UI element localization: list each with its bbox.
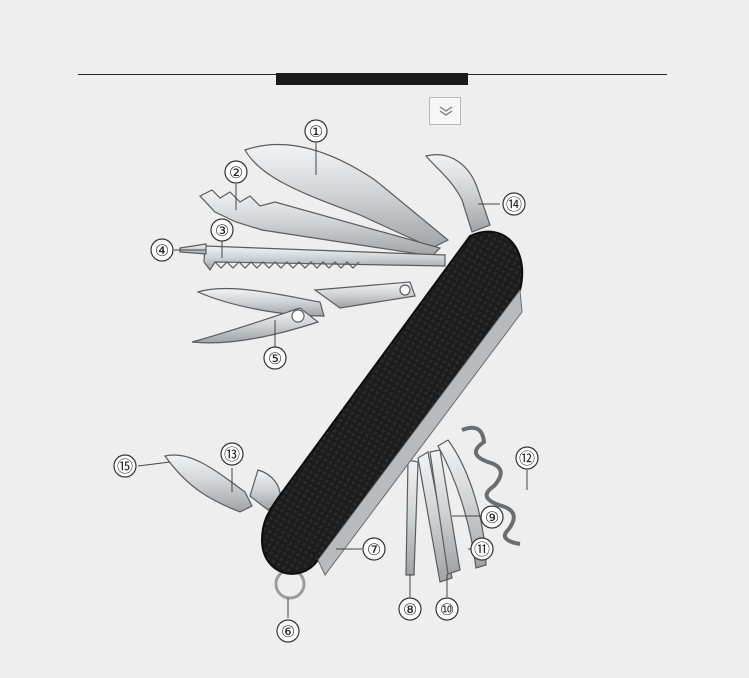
callout-serrated-saw: ③ xyxy=(210,218,234,242)
callout-number: ⑩ xyxy=(440,600,454,619)
callout-circle xyxy=(276,619,300,643)
callout-circle xyxy=(113,454,137,478)
callout-number: ⑪ xyxy=(474,540,490,559)
small-blade xyxy=(437,439,487,569)
callout-circle xyxy=(515,446,539,470)
scissors-pivot xyxy=(291,309,305,323)
callout-circle xyxy=(210,218,234,242)
callout-circle xyxy=(150,238,174,262)
callout-circle xyxy=(398,597,422,621)
callout-number: ② xyxy=(229,163,243,182)
callout-number: ① xyxy=(309,122,323,141)
awl xyxy=(405,459,419,576)
callout-number: ⑨ xyxy=(485,508,499,527)
hook xyxy=(424,154,491,233)
callout-circle xyxy=(304,119,328,143)
header-accent-bar xyxy=(276,73,468,85)
callout-leaders xyxy=(137,143,528,618)
callout-wood-saw: ② xyxy=(224,160,248,184)
large-blade xyxy=(244,143,450,249)
callout-circle xyxy=(502,192,526,216)
callout-circle xyxy=(480,505,504,529)
callout-small-blade: ⑪ xyxy=(470,537,494,561)
callout-number: ⑧ xyxy=(403,600,417,619)
callout-circle xyxy=(435,597,459,621)
pointed-rod xyxy=(179,243,207,255)
scissors-arm xyxy=(313,281,416,309)
scissors-spring xyxy=(399,284,411,296)
callout-circle xyxy=(263,346,287,370)
callout-file: ⑨ xyxy=(480,505,504,529)
can-opener xyxy=(249,469,281,511)
callout-number: ⑤ xyxy=(268,349,282,368)
scissors-lower xyxy=(191,307,320,344)
callout-key-ring: ⑥ xyxy=(276,619,300,643)
corkscrew xyxy=(461,425,521,546)
callout-circle xyxy=(224,160,248,184)
callout-bottle-opener: ⑮ xyxy=(113,454,137,478)
scissors-upper xyxy=(196,287,325,317)
callout-circle xyxy=(362,537,386,561)
saw-teeth xyxy=(214,261,360,269)
callout-number: ⑦ xyxy=(367,540,381,559)
callout-number: ④ xyxy=(155,241,169,260)
nail-file xyxy=(429,449,461,575)
callout-number: ⑮ xyxy=(117,457,133,476)
callout-corkscrew: ⑫ xyxy=(515,446,539,470)
callout-pointed-rod: ④ xyxy=(150,238,174,262)
callout-hook: ⑭ xyxy=(502,192,526,216)
callout-circle xyxy=(220,442,244,466)
knife-handle xyxy=(260,230,524,576)
blade-group-back xyxy=(163,143,521,600)
callout-number: ⑭ xyxy=(506,195,522,214)
callout-nail-file: ⑩ xyxy=(435,597,459,621)
callout-scissors: ⑤ xyxy=(263,346,287,370)
callout-number: ⑬ xyxy=(224,445,240,464)
callout-awl: ⑧ xyxy=(398,597,422,621)
callout-large-blade: ① xyxy=(304,119,328,143)
wood-saw xyxy=(199,189,442,257)
callout-can-opener: ⑬ xyxy=(220,442,244,466)
bottle-opener xyxy=(163,454,253,513)
callout-number: ③ xyxy=(215,221,229,240)
callout-number: ⑥ xyxy=(281,622,295,641)
callout-labels: ① ② ③ ④ ⑤ ⑥ ⑦ ⑧ ⑨ ⑩ ⑪ ⑫ ⑬ ⑭ ⑮ xyxy=(113,119,539,643)
callout-phillips-screwdriver: ⑦ xyxy=(362,537,386,561)
callout-number: ⑫ xyxy=(519,449,535,468)
callout-circle xyxy=(470,537,494,561)
collapse-button[interactable] xyxy=(429,97,461,125)
